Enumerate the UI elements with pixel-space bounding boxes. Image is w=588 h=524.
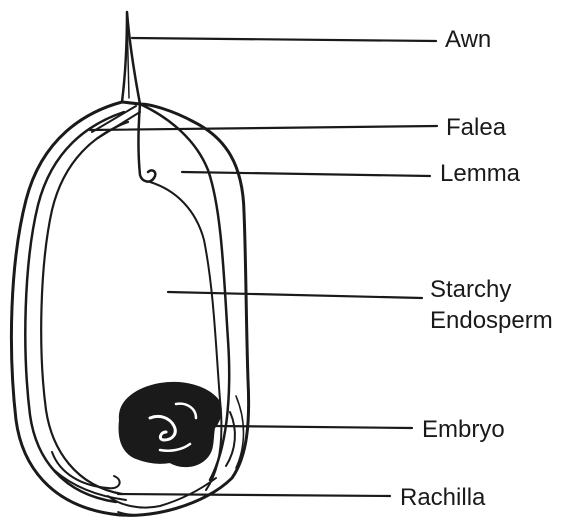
awn-outline [122,12,140,104]
label-endosperm: Endosperm [430,307,553,335]
label-awn: Awn [445,26,491,54]
hull-inner-left-1 [25,112,124,502]
base-curve-2 [52,452,120,488]
rachilla-base [108,478,216,508]
label-rachilla: Rachilla [400,484,485,512]
leader-lemma [182,172,430,176]
hull-inner-left-2 [41,122,128,494]
leader-endosperm [168,292,422,298]
leader-palea [90,126,437,130]
leader-embryo [215,426,412,428]
label-palea: Falea [446,114,506,142]
leader-awn [132,38,436,41]
label-lemma: Lemma [440,160,520,188]
leader-rachilla [118,494,390,496]
lemma-inner [139,104,156,182]
embryo-shape [120,383,221,466]
label-starchy: Starchy [430,276,511,304]
label-embryo: Embryo [422,416,505,444]
